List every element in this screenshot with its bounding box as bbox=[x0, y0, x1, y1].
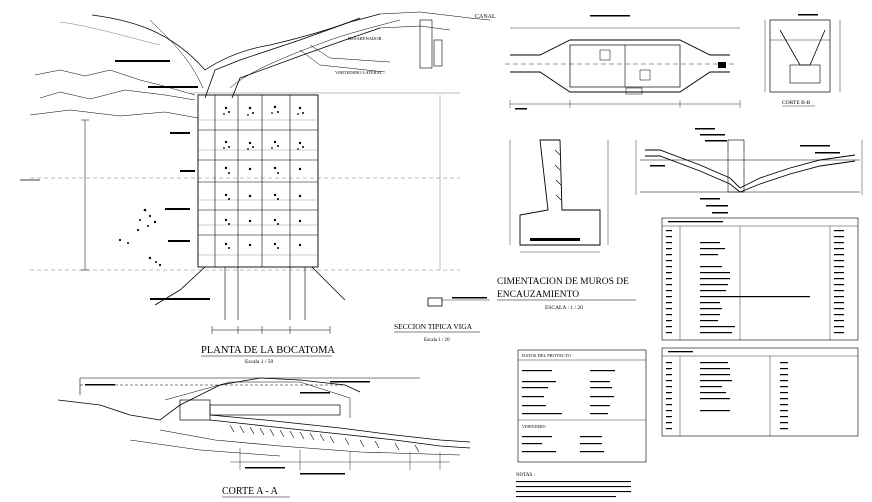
walls-scale: ESCALA : 1 / 20 bbox=[545, 305, 583, 311]
plan-title: PLANTA DE LA BOCATOMA bbox=[201, 345, 335, 356]
project-data-box: DATOS DEL PROYECTO VERTEDERO bbox=[517, 349, 647, 463]
beam-scale: Escala 1 / 20 bbox=[424, 338, 450, 343]
section-aa: CORTE A - A bbox=[57, 377, 471, 498]
beam-section: SECCION TIPICA VIGA Escala 1 / 20 bbox=[394, 297, 490, 343]
section-aa-title: CORTE A - A bbox=[222, 486, 279, 497]
beam-title: SECCION TIPICA VIGA bbox=[394, 322, 473, 331]
dimensions-table bbox=[661, 217, 859, 437]
desarenador-label: DESARENADOR bbox=[348, 36, 382, 41]
desander-plan bbox=[505, 15, 741, 110]
retaining-wall-section: CIMENTACION DE MUROS DE ENCAUZAMIENTO ES… bbox=[497, 139, 636, 311]
section-bb-title: CORTE B-B bbox=[782, 100, 811, 106]
notes-block: NOTAS : bbox=[516, 473, 631, 498]
notes-title: NOTAS : bbox=[516, 473, 535, 478]
walls-title-line1: CIMENTACION DE MUROS DE bbox=[497, 277, 629, 287]
section-bb: CORTE B-B bbox=[764, 14, 841, 107]
data-box-subtitle: VERTEDERO bbox=[522, 424, 546, 429]
vertedero-label: VERTEDERO LATERAL bbox=[335, 70, 383, 75]
plan-view: CANAL DESARENADOR VERTEDERO LATERAL PLAN… bbox=[20, 11, 496, 365]
longitudinal-profile bbox=[635, 128, 863, 214]
plan-scale: Escala 1 / 50 bbox=[245, 359, 274, 365]
data-box-title: DATOS DEL PROYECTO bbox=[522, 353, 572, 358]
walls-title-line2: ENCAUZAMIENTO bbox=[497, 290, 579, 300]
canal-label: CANAL bbox=[475, 14, 496, 20]
